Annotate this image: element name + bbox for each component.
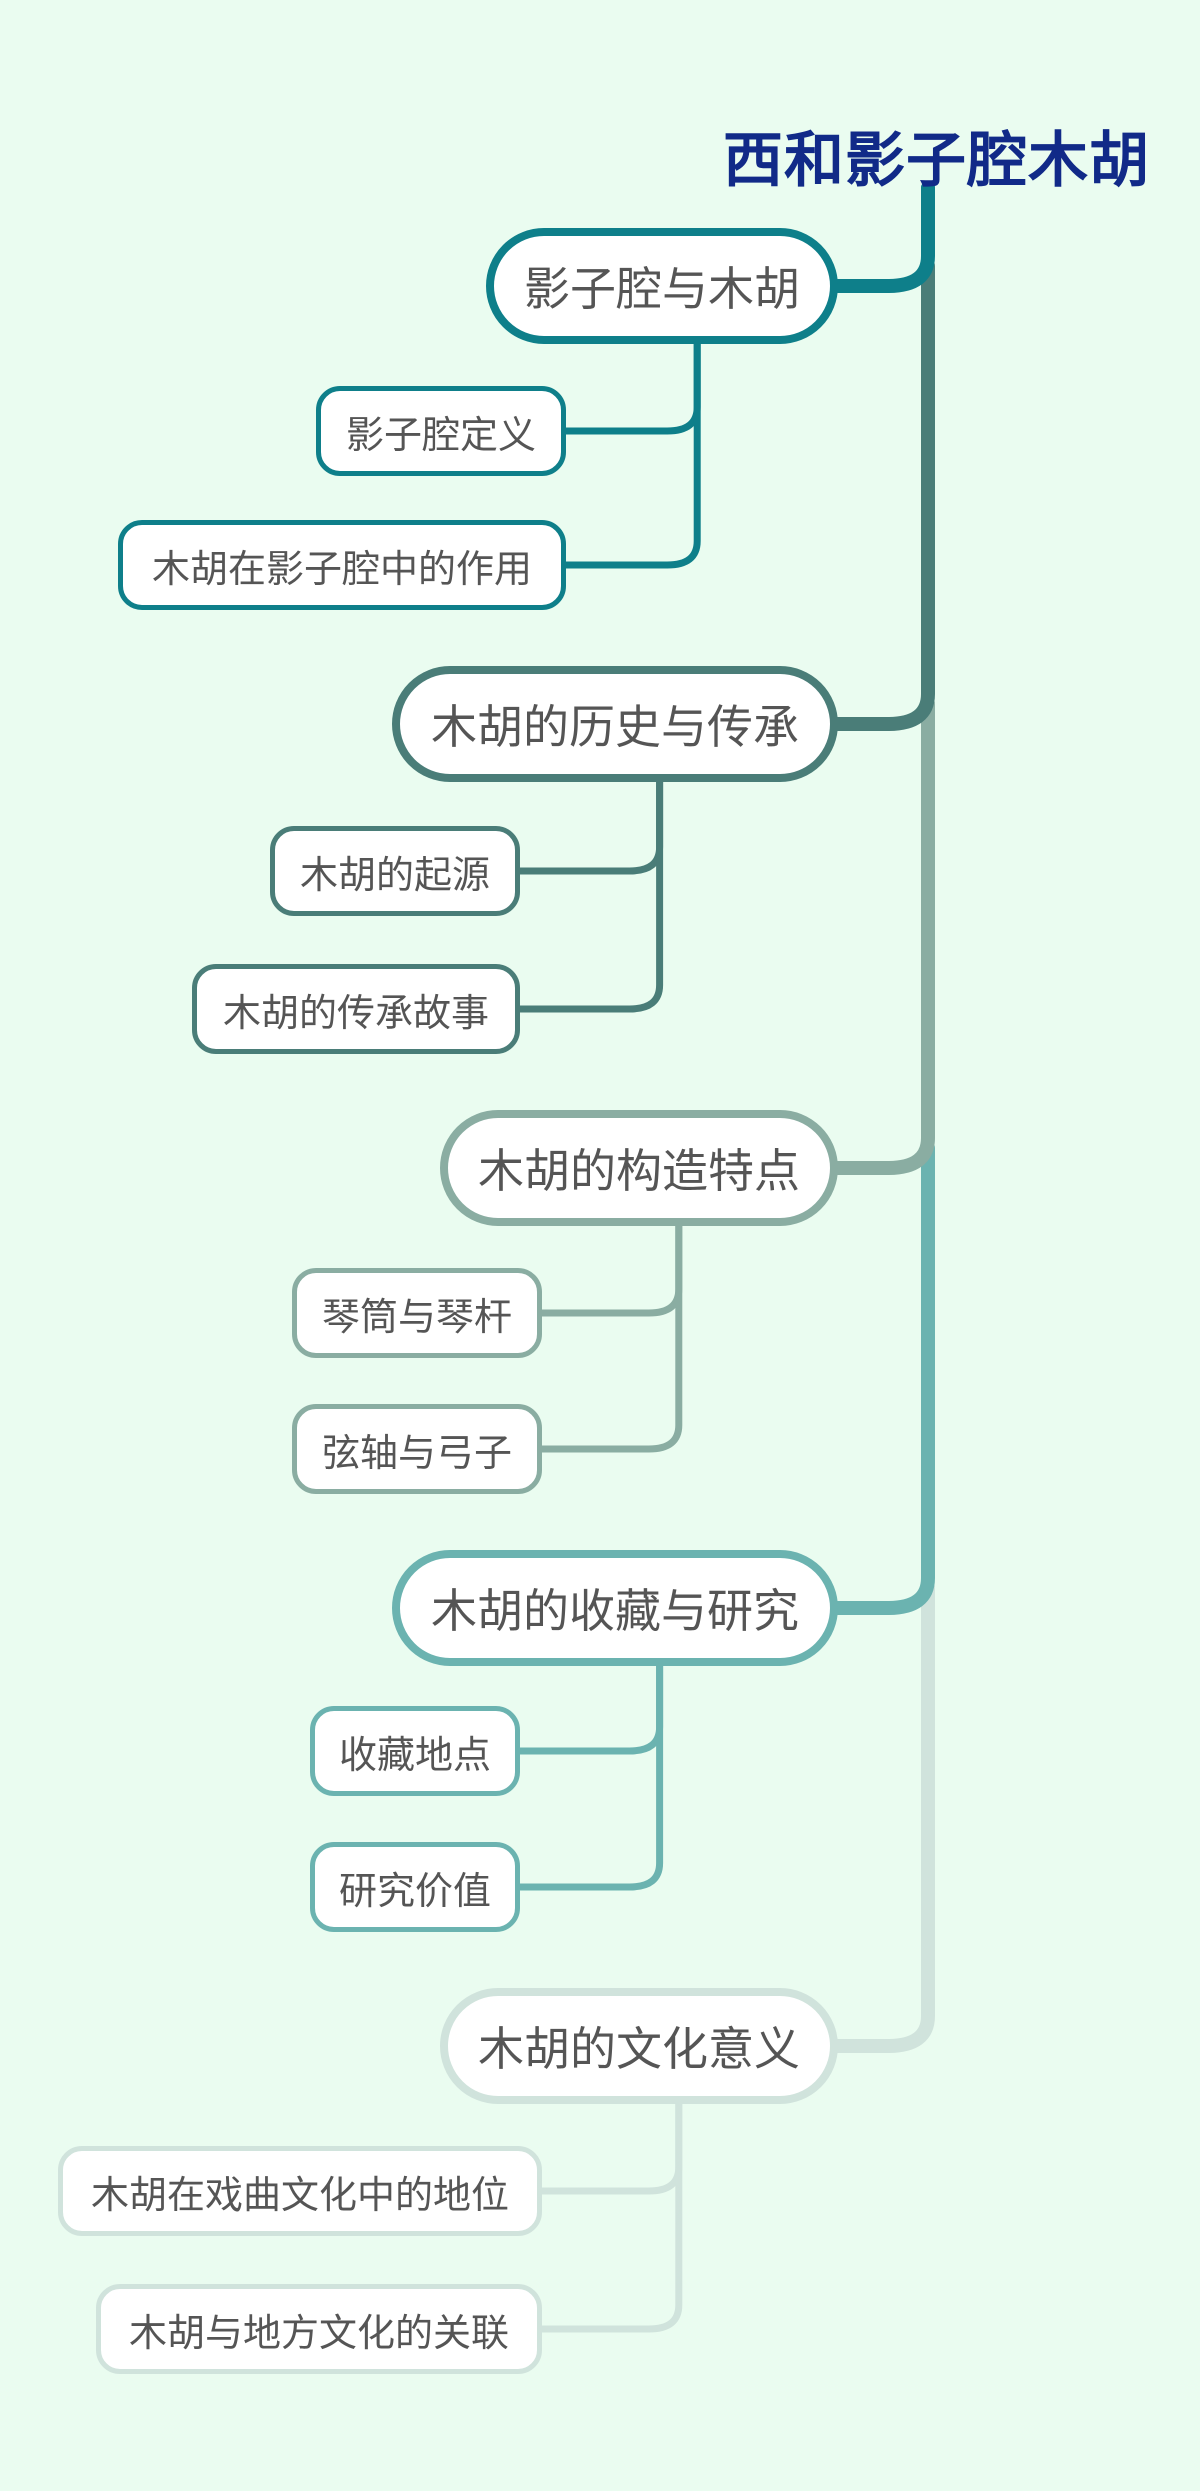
- leaf-node-3-1: 琴筒与琴杆: [292, 1268, 542, 1358]
- branch-node-2: 木胡的历史与传承: [392, 666, 838, 782]
- leaf-node-1-1: 影子腔定义: [316, 386, 566, 476]
- root-title: 西和影子腔木胡: [723, 126, 1150, 196]
- leaf-node-5-1: 木胡在戏曲文化中的地位: [58, 2146, 542, 2236]
- leaf-connector-4-1: [516, 1662, 664, 1755]
- branch-node-5: 木胡的文化意义: [440, 1988, 838, 2104]
- leaf-connector-3-2: [538, 1222, 683, 1453]
- leaf-connector-1-1: [562, 340, 701, 435]
- leaf-connector-3-1: [538, 1222, 683, 1317]
- leaf-connector-4-2: [516, 1662, 664, 1891]
- leaf-connector-2-2: [516, 778, 664, 1013]
- leaf-node-3-2: 弦轴与弓子: [292, 1404, 542, 1494]
- branch-node-3: 木胡的构造特点: [440, 1110, 838, 1226]
- leaf-node-2-2: 木胡的传承故事: [192, 964, 520, 1054]
- leaf-connector-2-1: [516, 778, 664, 875]
- leaf-node-4-1: 收藏地点: [310, 1706, 520, 1796]
- branch-node-1: 影子腔与木胡: [486, 228, 838, 344]
- branch-node-4: 木胡的收藏与研究: [392, 1550, 838, 1666]
- leaf-node-4-2: 研究价值: [310, 1842, 520, 1932]
- leaf-node-5-2: 木胡与地方文化的关联: [96, 2284, 542, 2374]
- leaf-node-1-2: 木胡在影子腔中的作用: [118, 520, 566, 610]
- leaf-node-2-1: 木胡的起源: [270, 826, 520, 916]
- trunk-connector-2: [831, 259, 935, 731]
- trunk-connector-3: [831, 697, 935, 1175]
- leaf-connector-5-1: [538, 2100, 683, 2195]
- trunk-connector-5: [831, 1581, 935, 2053]
- leaf-connector-1-2: [562, 340, 701, 569]
- leaf-connector-5-2: [538, 2100, 683, 2333]
- trunk-connector-1: [831, 181, 935, 293]
- trunk-connector-4: [831, 1141, 935, 1615]
